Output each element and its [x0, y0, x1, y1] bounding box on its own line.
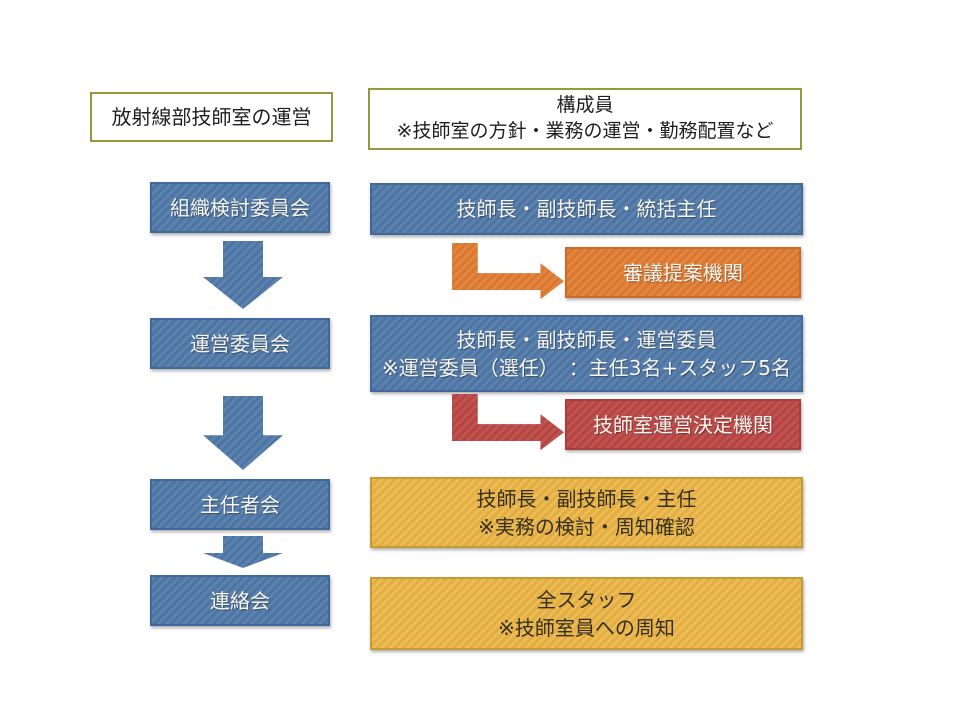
flow-node-liaison-meeting: 連絡会: [150, 575, 330, 626]
down-arrow-icon: [203, 241, 283, 309]
callout-label: 審議提案機関: [623, 260, 743, 285]
member-row-text: 技師長・副技師長・主任: [476, 486, 697, 511]
member-row-text: 全スタッフ: [536, 587, 637, 612]
callout-label: 技師室運営決定機関: [593, 412, 773, 437]
title-operations-label: 放射線部技師室の運営: [111, 104, 312, 129]
member-box-row4: 全スタッフ ※技師室員への周知: [370, 577, 803, 650]
member-row-note: ※技師室員への周知: [498, 615, 675, 640]
member-row-note: ※運営委員（選任） ：主任3名+スタッフ5名: [382, 355, 791, 380]
member-row-text: 技師長・副技師長・統括主任: [456, 197, 717, 221]
title-box-operations: 放射線部技師室の運営: [90, 92, 333, 142]
title-members-note: ※技師室の方針・業務の運営・勤務配置など: [396, 120, 774, 142]
member-box-row2: 技師長・副技師長・運営委員 ※運営委員（選任） ：主任3名+スタッフ5名: [370, 315, 803, 392]
flow-node-label: 組織検討委員会: [170, 195, 310, 220]
callout-deliberation-proposal-body: 審議提案機関: [565, 247, 801, 298]
flow-node-label: 連絡会: [210, 588, 270, 613]
flow-node-chief-meeting: 主任者会: [150, 479, 330, 530]
flow-node-label: 主任者会: [200, 492, 280, 517]
flow-node-organization-review-committee: 組織検討委員会: [150, 182, 330, 233]
member-row-text: 技師長・副技師長・運営委員: [456, 327, 717, 352]
down-arrow-icon: [203, 396, 283, 470]
title-members-label: 構成員: [556, 94, 614, 117]
flow-node-label: 運営委員会: [190, 331, 290, 356]
callout-operations-decision-body: 技師室運営決定機関: [565, 399, 801, 450]
member-box-row1: 技師長・副技師長・統括主任: [370, 183, 803, 235]
member-box-row3: 技師長・副技師長・主任 ※実務の検討・周知確認: [370, 477, 803, 548]
flow-node-steering-committee: 運営委員会: [150, 318, 330, 369]
member-row-note: ※実務の検討・周知確認: [478, 514, 695, 539]
title-box-members: 構成員 ※技師室の方針・業務の運営・勤務配置など: [368, 88, 802, 150]
elbow-arrow-icon: [452, 394, 564, 451]
down-arrow-icon: [203, 536, 283, 568]
elbow-arrow-icon: [452, 243, 564, 300]
